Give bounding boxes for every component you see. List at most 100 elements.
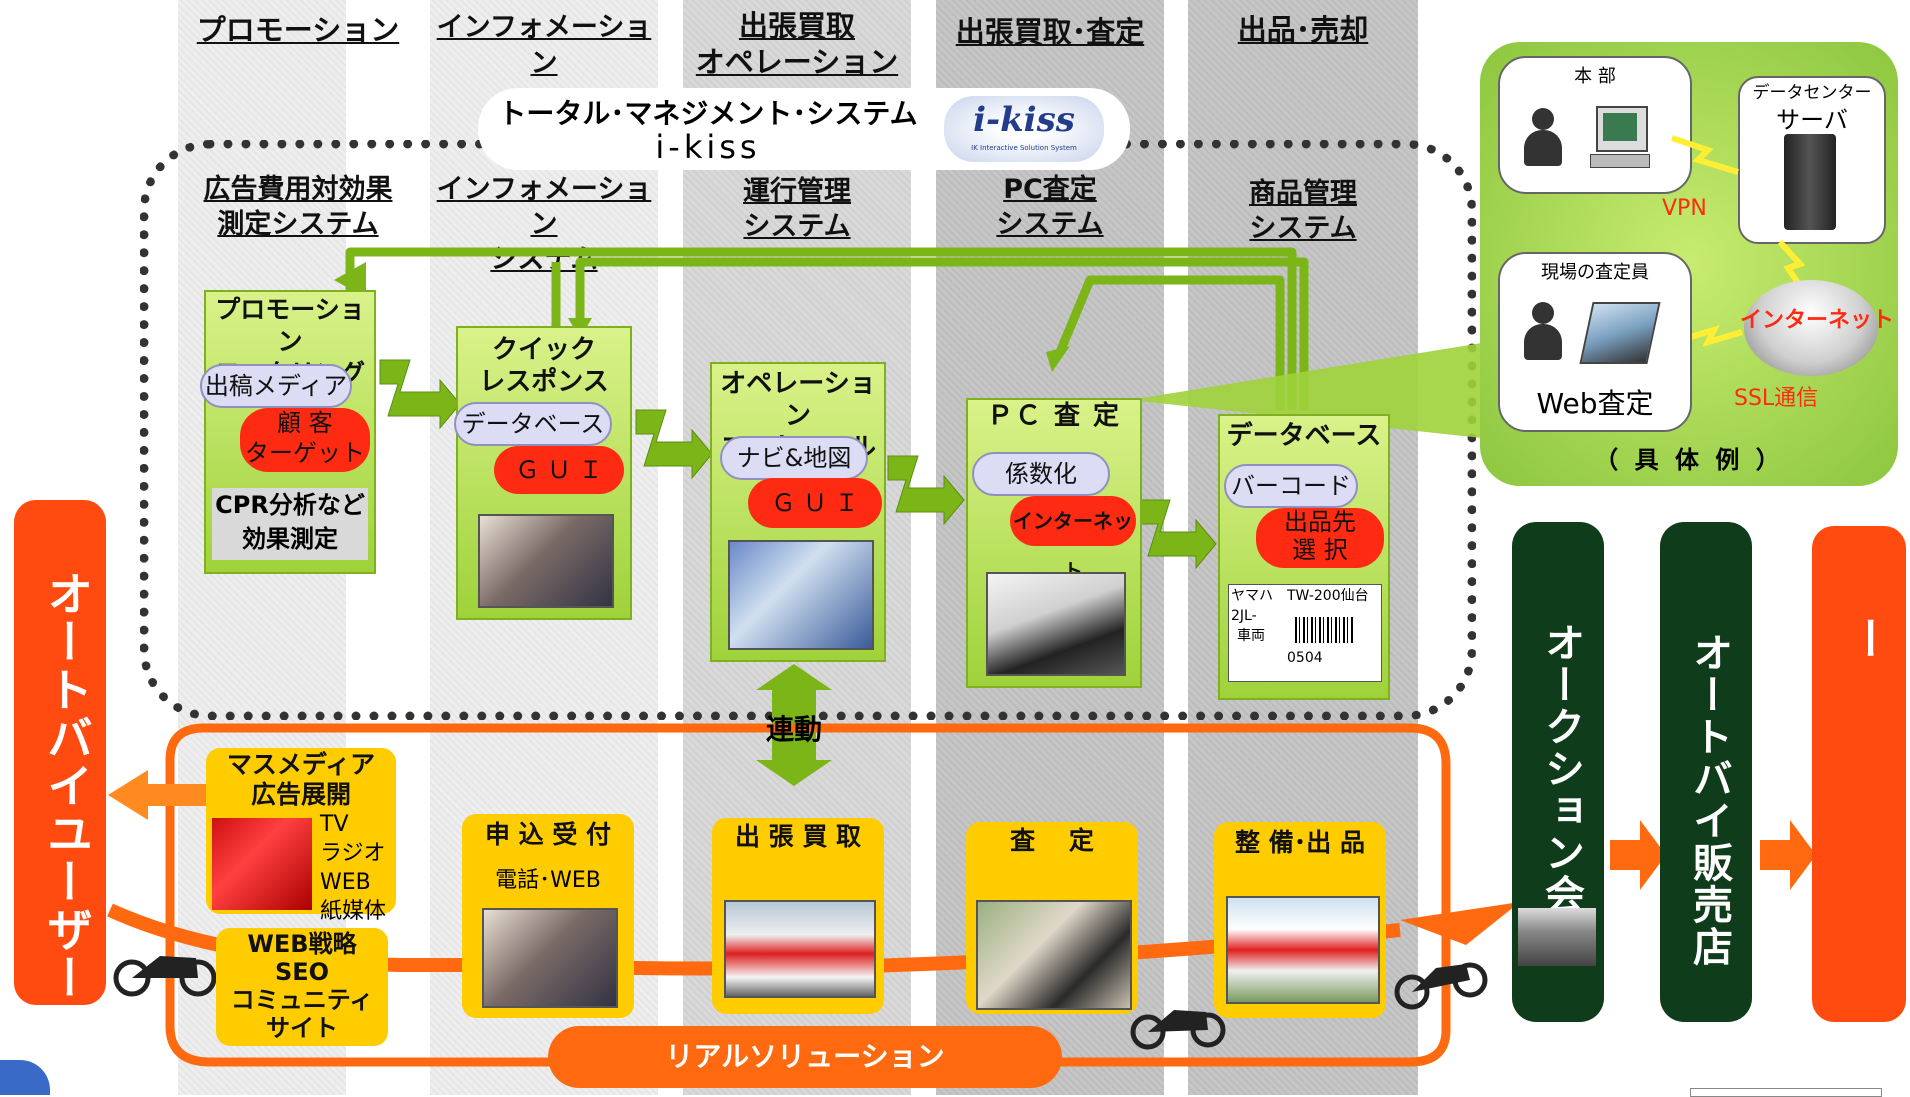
box-pc-title: ＰＣ 査 定 bbox=[986, 401, 1122, 431]
barcode-label-line1: ヤマハ TW-200仙台 bbox=[1231, 588, 1369, 604]
box-web-strategy: WEB戦略 SEO コミュニティ サイト bbox=[216, 928, 388, 1046]
photo-operator bbox=[482, 908, 618, 1008]
box-application: 申 込 受 付 電話･WEB bbox=[462, 814, 634, 1018]
real-solution-label: リアルソリューション bbox=[548, 1026, 1062, 1088]
system-header-sales: 商品管理 システム bbox=[1249, 178, 1357, 244]
red-pill-customer-target: 顧 客 ターゲット bbox=[240, 408, 370, 472]
feedback-line-quick bbox=[575, 257, 1309, 410]
box-mass-media: マスメディア 広告展開 TV ラジオ WEB 紙媒体 bbox=[206, 748, 396, 924]
ikiss-logo-text: i-kiss bbox=[973, 100, 1075, 140]
mass-media-list: TV ラジオ WEB 紙媒体 bbox=[320, 810, 386, 926]
barcode-label-line2: 2JL- bbox=[1231, 608, 1257, 624]
laptop-icon bbox=[1579, 302, 1661, 364]
box-database-title: データベース bbox=[1226, 421, 1382, 451]
ssl-label: SSL通信 bbox=[1734, 386, 1819, 411]
person-icon-field bbox=[1522, 302, 1562, 362]
renkei-label: 連動 bbox=[765, 713, 822, 746]
system-header-operation: 運行管理 システム bbox=[743, 176, 851, 242]
keyboard-icon bbox=[1590, 154, 1650, 168]
field-inspector-label: 現場の査定員 bbox=[1541, 262, 1649, 283]
datacenter-label: データセンター bbox=[1752, 83, 1872, 103]
system-header-assessment: PC査定 システム bbox=[996, 174, 1104, 240]
corner-frame bbox=[1690, 1088, 1882, 1097]
box-pc-assessment: ＰＣ 査 定 係数化 インターネット bbox=[966, 398, 1142, 688]
media-item-web: WEB bbox=[320, 870, 371, 895]
box-database: データベース バーコード 出品先 選 択 ヤマハ TW-200仙台 2JL- 車… bbox=[1218, 414, 1390, 700]
web-assessment-label: Web査定 bbox=[1536, 387, 1654, 420]
left-user-pillar: オートバイユーザー bbox=[14, 500, 106, 1005]
photo-auction bbox=[1518, 908, 1596, 966]
server-icon bbox=[1784, 134, 1836, 230]
photo-truck bbox=[724, 900, 876, 998]
red-pill-gui-2: Ｇ Ｕ Ｉ bbox=[748, 478, 882, 528]
arrow-dealer-to-user bbox=[1760, 820, 1816, 890]
media-item-radio: ラジオ bbox=[320, 841, 386, 866]
photo-map-screen bbox=[728, 540, 874, 650]
dealer-pillar: オートバイ販売店 bbox=[1660, 522, 1752, 1022]
arrow-auction-to-dealer bbox=[1610, 820, 1666, 890]
barcode-label-line3: 車両 bbox=[1237, 628, 1265, 644]
pill-database: データベース bbox=[454, 402, 612, 446]
visit-purchase-title: 出 張 買 取 bbox=[734, 822, 862, 851]
arrowhead-promotion bbox=[334, 262, 366, 298]
photo-shop bbox=[1226, 896, 1380, 1004]
datacenter-box: データセンター サーバ bbox=[1738, 76, 1886, 244]
system-header-promotion: 広告費用対効果 測定システム bbox=[203, 174, 393, 240]
column-header-assessment: 出張買取･査定 bbox=[955, 15, 1145, 49]
box-promotion-monitoring: プロモーション モニタリング 出稿メディア 顧 客 ターゲット CPR分析など … bbox=[200, 290, 376, 574]
dealer-label: オートバイ販売店 bbox=[1686, 632, 1732, 968]
box-quick-response: クイック レスポンス データベース Ｇ Ｕ Ｉ bbox=[454, 326, 632, 620]
box-quick-title: クイック レスポンス bbox=[479, 335, 609, 397]
preparation-title: 整 備･出 品 bbox=[1235, 828, 1365, 857]
cpr-analysis-label: CPR分析など 効果測定 bbox=[212, 488, 368, 560]
mass-media-title: マスメディア 広告展開 bbox=[226, 750, 376, 809]
real-solution-loop bbox=[165, 723, 1451, 1067]
flow-arrowhead-right bbox=[1400, 902, 1520, 945]
photo-assessment bbox=[976, 900, 1132, 1010]
auction-pillar: オークション会場 bbox=[1512, 522, 1604, 1022]
lightning-links bbox=[1671, 135, 1807, 347]
example-callout-wedge bbox=[1130, 340, 1500, 440]
left-user-label: オートバイユーザー bbox=[40, 570, 94, 1002]
pill-media: 出稿メディア bbox=[200, 364, 352, 408]
motorcycle-icon-2 bbox=[1130, 1010, 1226, 1050]
pill-coefficient: 係数化 bbox=[972, 452, 1110, 496]
right-user-pillar: オートバイユーザー bbox=[1812, 526, 1910, 1022]
web-strategy-title: WEB戦略 SEO コミュニティ サイト bbox=[230, 930, 374, 1042]
box-preparation: 整 備･出 品 bbox=[1214, 822, 1386, 1018]
server-label: サーバ bbox=[1776, 106, 1848, 134]
barcode-bars bbox=[1295, 617, 1355, 643]
field-inspector-box: 現場の査定員 Web査定 bbox=[1498, 252, 1692, 432]
ikiss-logo: i-kiss IK Interactive Solution System bbox=[944, 96, 1104, 162]
pill-navi-map: ナビ&地図 bbox=[720, 436, 868, 480]
example-panel: 本 部 データセンター サーバ VPN 現場の査定員 Web査定 インターネット… bbox=[1480, 42, 1898, 486]
person-icon-hq bbox=[1522, 108, 1562, 168]
arrow-to-left-user bbox=[108, 770, 212, 820]
column-header-sales: 出品･売却 bbox=[1237, 13, 1369, 47]
red-pill-internet: インターネット bbox=[1010, 496, 1136, 583]
desktop-pc-icon bbox=[1596, 106, 1648, 152]
column-header-information: インフォメーション bbox=[436, 12, 652, 79]
box-visit-purchase: 出 張 買 取 bbox=[712, 818, 884, 1014]
ikiss-logo-subtitle: IK Interactive Solution System bbox=[971, 144, 1077, 152]
zigzag-arrow-4 bbox=[1139, 499, 1217, 570]
example-caption: （ 具 体 例 ） bbox=[1594, 446, 1784, 474]
motorcycle-icon-1 bbox=[113, 956, 217, 997]
system-title-line2: i-kiss bbox=[655, 128, 761, 166]
zigzag-arrow-2 bbox=[635, 409, 713, 480]
feedback-line-pc bbox=[1055, 275, 1285, 410]
photo-laptop bbox=[986, 572, 1126, 676]
zigzag-arrow-1 bbox=[379, 359, 461, 430]
application-title: 申 込 受 付 bbox=[484, 820, 612, 849]
zigzag-arrow-3 bbox=[887, 455, 965, 526]
photo-tv-ad bbox=[212, 818, 312, 910]
photo-call-center bbox=[478, 514, 614, 608]
box-operation-control: オペレーション コントロール ナビ&地図 Ｇ Ｕ Ｉ bbox=[710, 362, 886, 662]
assessment-title: 査 定 bbox=[1010, 826, 1094, 855]
honbu-label: 本 部 bbox=[1574, 66, 1616, 87]
internet-cloud bbox=[1744, 280, 1878, 376]
application-sub: 電話･WEB bbox=[495, 868, 601, 893]
barcode-label: ヤマハ TW-200仙台 2JL- 車両 0504 bbox=[1228, 584, 1382, 682]
internet-label: インターネット bbox=[1739, 308, 1894, 333]
right-user-label: オートバイユーザー bbox=[1841, 616, 1910, 984]
